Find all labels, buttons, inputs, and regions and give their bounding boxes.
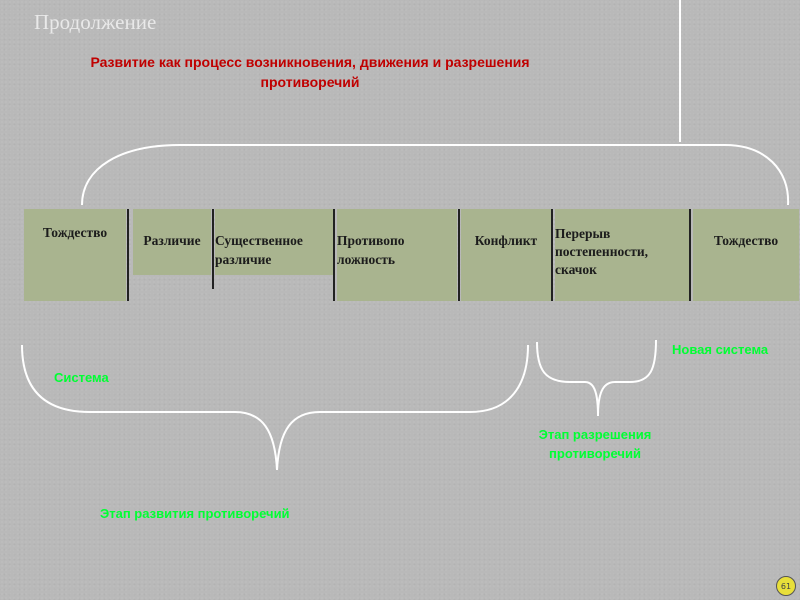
stage-conflict-label: Конфликт bbox=[474, 233, 538, 248]
divider-5 bbox=[551, 209, 553, 301]
top-brace bbox=[81, 144, 790, 206]
resolution-stage-line-1: Этап разрешения bbox=[538, 427, 652, 442]
slide-subtitle: Развитие как процесс возникновения, движ… bbox=[30, 52, 590, 92]
stage-leap-line-3: скачок bbox=[555, 262, 597, 277]
stage-leap-line-1: Перерыв bbox=[555, 226, 611, 241]
stage-essential-difference-line-2: различие bbox=[215, 252, 272, 267]
stage-opposition-line-1: Противопо bbox=[337, 233, 405, 248]
subtitle-line-2: противоречий bbox=[260, 74, 360, 90]
stage-essential-difference: Существенное различие bbox=[215, 209, 333, 275]
resolution-brace bbox=[536, 339, 657, 417]
divider-4 bbox=[458, 209, 460, 301]
stage-leap: Перерыв постепенности, скачок bbox=[555, 209, 689, 301]
stage-difference-label: Различие bbox=[143, 233, 201, 248]
system-label: Система bbox=[54, 370, 109, 385]
stage-essential-difference-line-1: Существенное bbox=[215, 233, 303, 248]
divider-2 bbox=[212, 209, 214, 289]
new-system-label: Новая система bbox=[672, 342, 769, 357]
subtitle-line-1: Развитие как процесс возникновения, движ… bbox=[90, 54, 530, 70]
slide-title: Продолжение bbox=[34, 10, 157, 34]
stage-opposition: Противопо ложность bbox=[337, 209, 457, 301]
stage-identity-1-label: Тождество bbox=[42, 225, 108, 240]
stage-opposition-line-2: ложность bbox=[337, 252, 396, 267]
stage-difference: Различие bbox=[133, 209, 211, 275]
page-number-badge[interactable]: 61 bbox=[776, 576, 796, 596]
stage-conflict: Конфликт bbox=[461, 209, 551, 301]
divider-1 bbox=[127, 209, 129, 301]
resolution-stage-line-2: противоречий bbox=[549, 446, 641, 461]
stage-identity-2: Тождество bbox=[693, 209, 799, 301]
system-brace bbox=[21, 344, 529, 471]
stage-identity-2-label: Тождество bbox=[713, 233, 779, 248]
stage-identity-1: Тождество bbox=[24, 209, 126, 301]
divider-6 bbox=[689, 209, 691, 301]
development-stage-label: Этап развития противоречий bbox=[100, 506, 290, 521]
divider-3 bbox=[333, 209, 335, 301]
resolution-stage-label: Этап разрешения противоречий bbox=[510, 425, 680, 463]
stage-leap-line-2: постепенности, bbox=[555, 244, 648, 259]
